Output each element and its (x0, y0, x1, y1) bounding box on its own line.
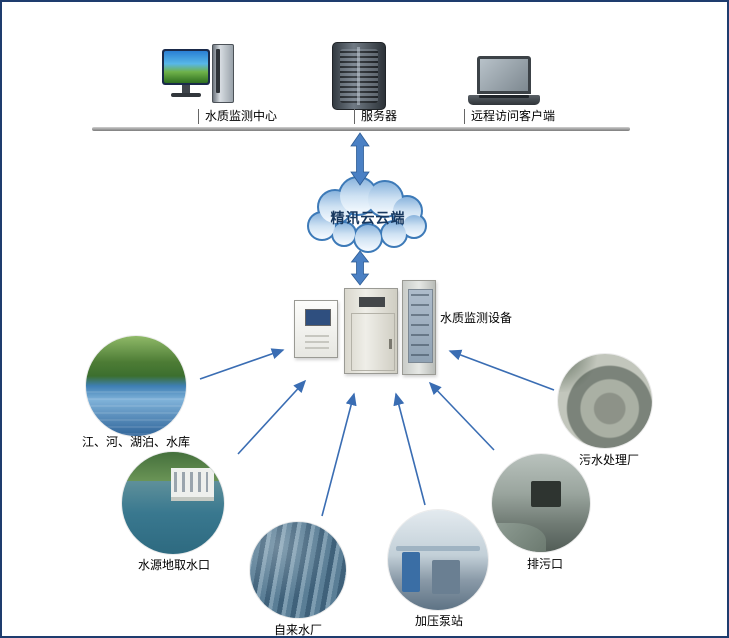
monitor-base (171, 93, 201, 97)
treatment-plant-photo (558, 354, 652, 448)
label-pump-station: 加压泵站 (414, 614, 463, 628)
wall-controller-cabinet (294, 300, 338, 358)
label-rivers-lakes: 江、河、湖泊、水库 (81, 435, 190, 449)
laptop-screen (477, 56, 531, 94)
network-bus-line (92, 127, 630, 131)
lake-photo (86, 336, 186, 436)
label-equipment: 水质监测设备 (440, 311, 513, 325)
cabinet-handle (389, 339, 392, 349)
main-cabinet (344, 288, 398, 374)
label-waterworks: 自来水厂 (273, 623, 322, 637)
laptop-screen-content (480, 59, 528, 91)
pump-unit (402, 552, 420, 592)
outlet-opening (531, 481, 561, 507)
pump-panel (432, 560, 460, 594)
monitor-icon (162, 49, 210, 85)
server-icon (332, 42, 386, 110)
monitoring-cabinets-icon (294, 278, 436, 378)
pump-station-photo (388, 510, 488, 610)
controller-screen (305, 309, 331, 326)
monitor-stand (182, 85, 190, 93)
monitor-screen (164, 51, 208, 83)
cloud-label: 精讯云云端 (330, 210, 406, 226)
laptop-icon (468, 56, 540, 110)
pump-pipe (396, 546, 480, 551)
instrument-cabinet (402, 280, 436, 375)
pc-tower-icon (212, 44, 234, 103)
water-intake-photo (122, 452, 224, 554)
instrument-window (408, 289, 433, 363)
intake-building (170, 468, 214, 501)
label-water-intake: 水源地取水口 (137, 558, 210, 572)
label-monitor-center: 水质监测中心 (198, 109, 277, 124)
label-sewage-outlet: 排污口 (526, 557, 563, 571)
desktop-computer-icon (162, 44, 240, 110)
sewage-outlet-photo (492, 454, 590, 552)
bus-to-cloud-arrow (350, 132, 370, 186)
label-treatment-plant: 污水处理厂 (578, 453, 639, 467)
laptop-keyboard (468, 95, 540, 105)
label-remote-client: 远程访问客户端 (464, 109, 555, 124)
label-server: 服务器 (354, 109, 397, 124)
cabinet-display (359, 297, 385, 307)
waterworks-photo (250, 522, 346, 618)
